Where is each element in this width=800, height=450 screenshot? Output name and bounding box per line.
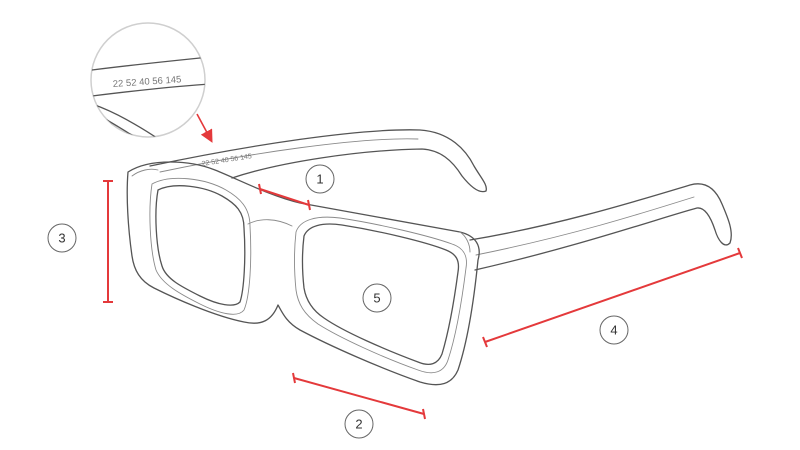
near-temple-arm — [469, 183, 732, 271]
badge-5-label: 5 — [373, 291, 380, 306]
badge-3-label: 3 — [58, 231, 65, 246]
temple-length-line — [482, 247, 743, 348]
arrow-down-right-icon — [196, 113, 213, 143]
glasses-illustration: 22 52 40 56 145 — [126, 129, 732, 386]
badge-2-label: 2 — [355, 417, 362, 432]
zoom-magnifier: 22 52 40 56 145 — [90, 22, 206, 138]
badge-3: 3 — [47, 223, 77, 253]
magnifier-circle-icon — [90, 22, 206, 138]
badge-2: 2 — [344, 409, 374, 439]
measurement-lines — [103, 180, 743, 420]
badge-1-label: 1 — [316, 172, 323, 187]
magnified-imprint-text: 22 52 40 56 145 — [112, 74, 181, 90]
front-frame — [126, 161, 480, 386]
badge-1: 1 — [305, 164, 335, 194]
badge-5: 5 — [362, 283, 392, 313]
badge-4-label: 4 — [610, 323, 617, 338]
badge-4: 4 — [599, 315, 629, 345]
temple-imprint-text: 22 52 40 56 145 — [201, 153, 252, 168]
lens-height-line — [103, 180, 113, 303]
bridge-width-line — [258, 183, 311, 211]
lens-width-line — [292, 372, 426, 420]
